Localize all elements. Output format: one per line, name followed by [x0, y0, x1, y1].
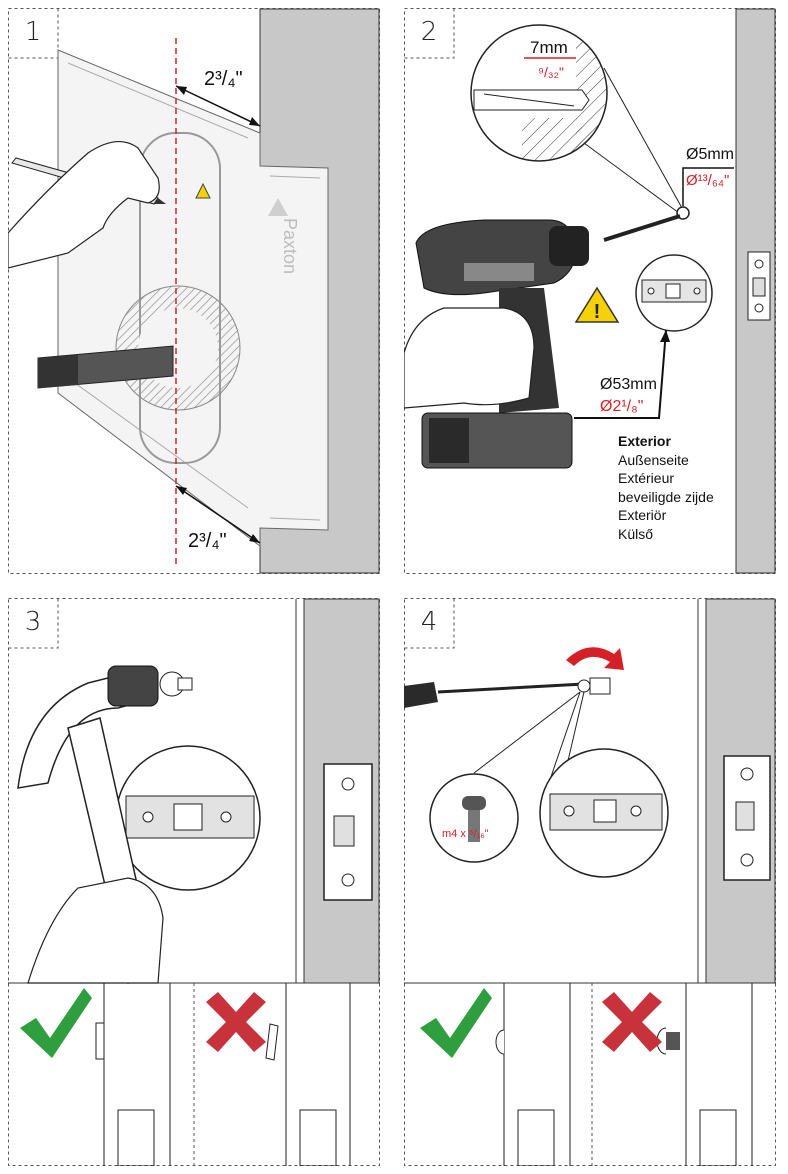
warning-icon [195, 182, 211, 199]
top-dimension-label: 2³/₄" [204, 68, 243, 90]
large-hole-mm-label: Ø53mm [600, 376, 657, 393]
depth-mm-label: 7mm [530, 38, 568, 57]
check-icon [420, 988, 492, 1058]
depth-in-label: ⁹/₃₂" [538, 64, 564, 80]
screwdriver-icon [404, 682, 585, 708]
exterior-title: Exterior [618, 433, 671, 449]
exterior-translation: Extérieur [618, 470, 675, 486]
step-number: 3 [24, 607, 42, 637]
depth-zoom-detail [471, 25, 607, 161]
step-2-panel: ! 2 7mm ⁹/₃₂" Ø5mm Ø¹³/₆₄" Ø53mm Ø2¹/₈" [404, 8, 776, 574]
brand-text: Paxton [280, 218, 300, 274]
step-3-panel: 3 [8, 598, 380, 1166]
cross-icon [206, 992, 266, 1052]
hand-outline [27, 877, 164, 984]
cross-icon [602, 992, 662, 1052]
rotate-arrow-icon [566, 647, 624, 670]
exterior-translation: Külső [618, 525, 654, 542]
exterior-side-label: Exterior Außenseite Extérieur beveiligde… [618, 432, 768, 543]
step-2-illustration: ! [404, 8, 776, 574]
bottom-dimension-label: 2³/₄" [188, 530, 227, 552]
exterior-translation: Exteriör [618, 507, 667, 523]
step-4-illustration [404, 598, 776, 1166]
step-number: 4 [420, 607, 438, 637]
spindle [37, 345, 174, 389]
tee-nut [159, 671, 193, 697]
screw-size-label: m4 x ⁵/₁₆" [442, 828, 489, 840]
warning-icon [574, 286, 620, 323]
svg-text:!: ! [594, 301, 601, 323]
hand-outline [8, 141, 160, 269]
step-3-illustration [8, 598, 380, 1166]
step-number: 2 [420, 17, 438, 47]
hand-outline [404, 307, 535, 409]
exterior-translation: Außenseite [618, 451, 689, 468]
step-4-panel: 4 m4 x ⁵/₁₆" [404, 598, 776, 1166]
small-hole-in-label: Ø¹³/₆₄" [686, 172, 730, 189]
step-1-illustration: Paxton [8, 8, 380, 574]
step-number: 1 [24, 17, 42, 47]
small-hole-mm-label: Ø5mm [686, 146, 734, 163]
large-hole-in-label: Ø2¹/₈" [600, 398, 644, 415]
step-1-panel: Paxton 1 2³/₄" 2³/₄" [8, 8, 380, 574]
exterior-translation: beveiligde zijde [618, 488, 714, 505]
check-icon [20, 988, 92, 1058]
